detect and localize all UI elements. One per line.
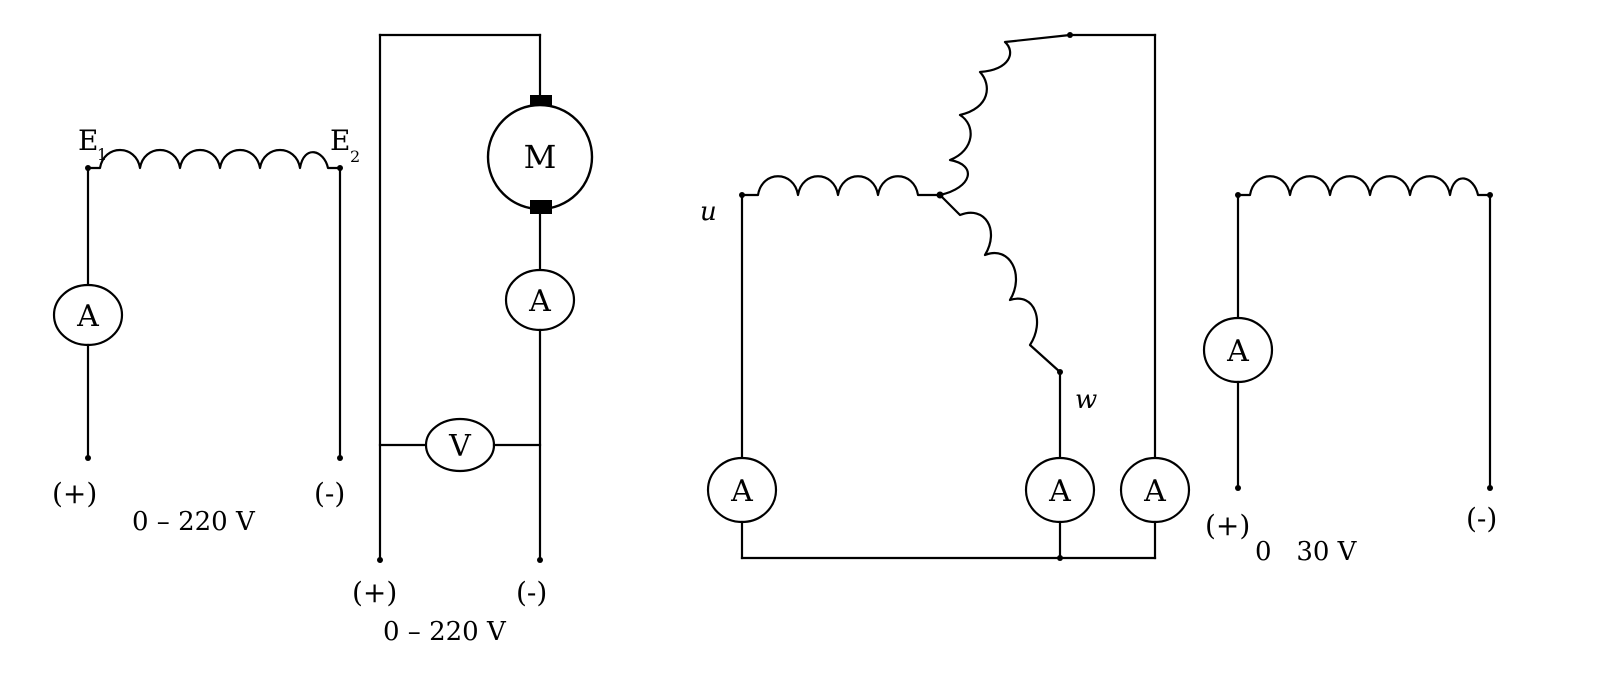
armature-supply-voltage-label: 0 – 220 V [383, 617, 507, 647]
armature-minus-terminal [537, 557, 543, 563]
excitation-circuit: A (+) 0 30 V (-) [1202, 175, 1497, 567]
excitation-minus-label: (-) [1466, 502, 1497, 535]
armature-circuit: M A V (+) (-) 0 – 220 V [352, 33, 594, 647]
armature-plus-terminal [377, 557, 383, 563]
armature-minus-label: (-) [516, 576, 547, 609]
field-winding-coil [88, 149, 340, 170]
field-ammeter: A [52, 283, 124, 347]
phase-w-label: w [1075, 385, 1097, 415]
excitation-minus-terminal [1487, 485, 1493, 491]
svg-text:V: V [448, 429, 472, 464]
field-circuit: E 1 E 2 A (+) 0 – 220 V (-) [52, 124, 360, 537]
field-supply-voltage-label: 0 – 220 V [132, 507, 256, 537]
svg-text:A: A [76, 299, 99, 334]
phase-w-winding [939, 194, 1061, 373]
field-coil-start-label: E [78, 124, 98, 157]
field-plus-terminal [85, 455, 91, 461]
svg-text:A: A [730, 474, 753, 509]
phase-v-winding [939, 33, 1071, 197]
armature-plus-label: (+) [352, 576, 397, 609]
excitation-ammeter: A [1202, 316, 1274, 384]
excitation-plus-terminal [1235, 485, 1241, 491]
three-phase-circuit: u w A A A [700, 32, 1191, 561]
armature-voltmeter: V [424, 417, 496, 473]
field-coil-end-subscript: 2 [350, 147, 360, 166]
field-coil-end-label: E [330, 124, 350, 157]
phase-v-ammeter: A [1119, 456, 1191, 524]
phase-u-ammeter: A [706, 456, 778, 524]
field-minus-label: (-) [314, 477, 345, 510]
phase-u-winding [742, 175, 940, 197]
dc-motor: M [486, 95, 594, 214]
svg-text:A: A [1143, 474, 1166, 509]
field-coil-start-subscript: 1 [97, 145, 107, 164]
motor-bottom-brush [530, 200, 552, 214]
svg-text:M: M [524, 138, 557, 176]
phase-u-label: u [700, 197, 717, 227]
excitation-supply-voltage-label: 0 30 V [1255, 537, 1358, 567]
excitation-winding-coil [1238, 175, 1490, 197]
phase-w-ammeter: A [1024, 456, 1096, 524]
field-minus-terminal [337, 455, 343, 461]
field-plus-label: (+) [52, 477, 97, 510]
armature-ammeter: A [504, 268, 576, 332]
svg-text:A: A [528, 284, 551, 319]
excitation-plus-label: (+) [1205, 509, 1250, 542]
svg-text:A: A [1048, 474, 1071, 509]
return-bus-junction [1057, 555, 1063, 561]
svg-text:A: A [1226, 334, 1249, 369]
